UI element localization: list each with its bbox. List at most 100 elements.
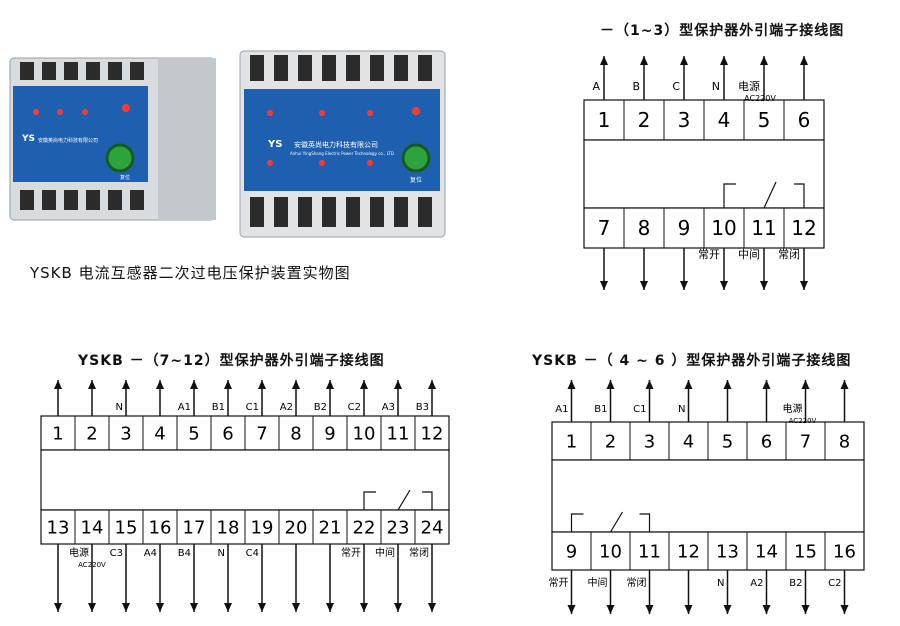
device-right-button-label: 复位 [410,177,423,184]
terminal-label-bottom: 常闭 [409,546,429,559]
terminal-number: 12 [421,423,444,444]
device-photo-right: YS 安徽英尚电力科技有限公司 Anhui YingShang Electric… [238,45,448,240]
terminal-lead-up-head [360,380,368,389]
terminal-number: 19 [251,517,274,538]
relay-switch-blade [397,489,411,511]
terminal-number: 10 [353,423,376,444]
terminal-number: 1 [566,431,577,452]
terminal-label-top: C1 [633,404,646,415]
relay-switch-blade [609,511,624,533]
terminal-lead-down-head [801,605,810,614]
terminal-label-top: A [592,80,600,93]
terminal-number: 2 [605,431,616,452]
terminal-sublabel-top: AC220V [789,417,817,425]
terminal-label-bottom: N [717,578,724,589]
terminal-lead-up-head [723,380,732,389]
device-left-button-label: 复位 [120,175,131,181]
terminal-label-bottom: 中间 [375,546,395,559]
terminal-lead-down-head [156,603,164,612]
terminal-number: 14 [755,541,778,562]
terminal-label-bottom: N [218,548,225,559]
terminal-label-bottom: C4 [246,548,259,559]
relay-nc-contact [723,183,736,208]
terminal-label-bottom: A4 [144,548,157,559]
terminal-lead-down-head [606,605,615,614]
terminal-number: 4 [718,108,731,132]
terminal-label-top: N [116,402,123,413]
terminal-lead-down-head [258,603,266,612]
terminal-label-bottom: 常闭 [778,248,800,261]
terminal-number: 1 [598,108,611,132]
terminal-number: 7 [256,423,267,444]
terminal-lead-down-head [600,281,608,290]
terminal-lead-up-head [684,380,693,389]
terminal-number: 3 [678,108,691,132]
terminal-lead-down-head [224,603,232,612]
terminal-lead-up-head [600,56,608,65]
terminal-lead-down-head [720,281,728,290]
terminal-label-top: B1 [212,402,225,413]
terminal-lead-down-head [394,603,402,612]
terminal-label-top: A3 [382,402,395,413]
body-middle [583,139,825,209]
terminal-label-top: B2 [314,402,327,413]
terminal-label-top: 电源 [783,402,803,415]
terminal-label-bottom: 电源 [69,546,89,559]
relay-nc-contact [363,491,376,510]
terminal-number: 22 [353,517,376,538]
terminal-number: 8 [839,431,850,452]
terminal-label-top: B3 [416,402,429,413]
terminal-number: 4 [154,423,165,444]
device-left-drawing [9,57,216,221]
terminal-lead-down-head [640,281,648,290]
terminal-number: 24 [421,517,444,538]
terminal-lead-up-head [190,380,198,389]
terminal-lead-down-head [800,281,808,290]
terminal-number: 2 [86,423,97,444]
terminal-number: 9 [324,423,335,444]
terminal-number: 11 [387,423,410,444]
terminal-lead-up-head [54,380,62,389]
terminal-number: 21 [319,517,342,538]
terminal-number: 20 [285,517,308,538]
terminal-label-bottom: 中间 [588,576,608,589]
terminal-label-bottom: B4 [178,548,191,559]
terminal-number: 13 [47,517,70,538]
terminal-label-bottom: B2 [789,578,802,589]
terminal-number: 14 [81,517,104,538]
terminal-sublabel-bottom: AC220V [78,561,106,569]
terminal-lead-down-head [567,605,576,614]
terminal-number: 5 [758,108,771,132]
terminal-lead-up-head [760,56,768,65]
terminal-number: 23 [387,517,410,538]
body-middle [40,449,450,511]
terminal-number: 13 [716,541,739,562]
device-right-company: 安徽英尚电力科技有限公司 [294,141,378,149]
terminal-lead-up-head [428,380,436,389]
terminal-number: 10 [711,216,736,240]
terminal-sublabel-top: AC220V [744,94,776,103]
terminal-number: 7 [598,216,611,240]
device-left-company: 安徽英尚电力科技有限公司 [38,138,99,144]
terminal-label-top: B1 [594,404,607,415]
terminal-lead-down-head [190,603,198,612]
terminal-label-top: N [678,404,685,415]
diagram-1-3-title: －（1~3）型保护器外引端子接线图 [600,23,845,39]
device-right-brand: YS [268,139,283,150]
terminal-lead-up-head [258,380,266,389]
diagram-7-12: 113214电源AC220V315NC3416A4517A1B4618B1N71… [40,380,450,612]
terminal-lead-up-head [567,380,576,389]
terminal-lead-down-head [326,603,334,612]
terminal-number: 11 [751,216,776,240]
terminal-lead-down-head [292,603,300,612]
terminal-lead-down-head [360,603,368,612]
terminal-label-bottom: 常开 [341,546,361,559]
terminal-number: 6 [761,431,772,452]
terminal-label-bottom: 常开 [698,248,720,261]
terminal-lead-up-head [645,380,654,389]
terminal-lead-up-head [640,56,648,65]
terminal-number: 6 [222,423,233,444]
terminal-label-top: A1 [555,404,568,415]
terminal-number: 10 [599,541,622,562]
diagram-4-6: 19A1常开210B1中间311C1常闭412N513N614A2715电源AC… [549,380,865,614]
